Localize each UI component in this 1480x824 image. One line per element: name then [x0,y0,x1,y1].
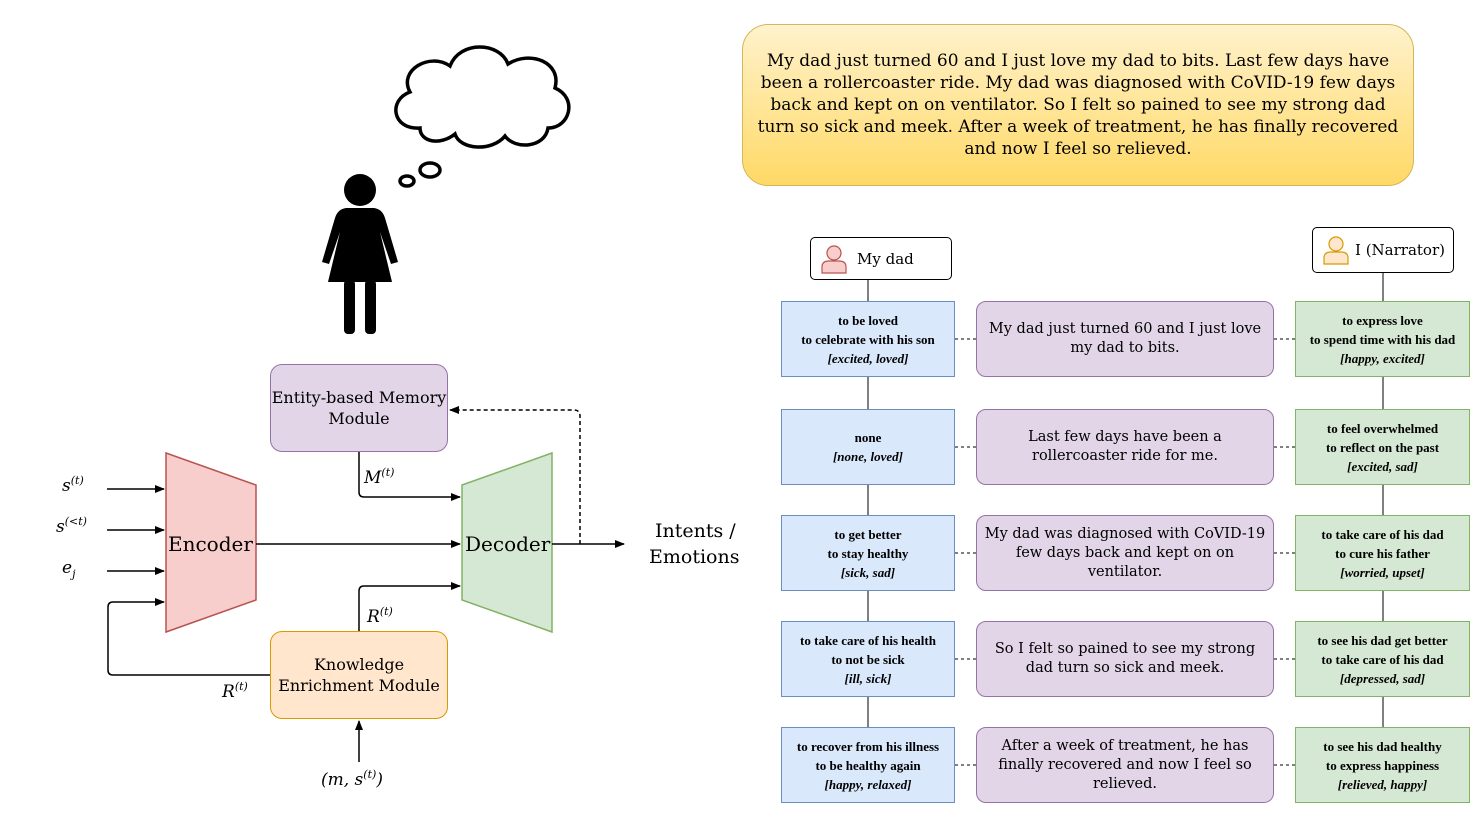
text-line: to feel overwhelmed [1326,420,1439,436]
text-line: to spend time with his dad [1309,331,1456,347]
input-s-t: s(t) [62,474,84,496]
person-icon [1323,236,1349,265]
knowledge-signal-back-label: R(t) [222,680,248,702]
text-line: [none, loved] [832,449,904,464]
text-line: (t) [234,680,248,693]
narrator-intent-box: to express love to spend time with his da… [1295,301,1470,377]
memory-module-label: Entity-based Memory Module [271,388,447,428]
memory-to-decoder-arrow [358,452,461,501]
text-line: Last few days have been a rollercoaster … [1028,429,1222,464]
entity-narrator-label: I (Narrator) [1355,241,1445,259]
dad-intent-box: to take care of his health to not be sick… [781,621,955,697]
text-line: [happy, excited] [1340,350,1425,366]
entity-dad-label: My dad [857,249,914,268]
text-line: s [62,476,71,496]
text-line: [depressed, sad] [1339,670,1426,686]
dad-intent-box: to be loved to celebrate with his son [exc… [781,301,955,377]
sentence-box: After a week of treatment, he has finall… [976,727,1274,803]
narrator-intent-box: to see his dad get better to take care of… [1295,621,1470,697]
knowledge-input-label: (m, s(t)) [321,768,383,790]
text-line: to not be sick [831,651,905,667]
text-line: My dad just turned 60 and I just love my… [988,321,1262,356]
narrator-intent-box: to see his dad healthy to express happine… [1295,727,1470,803]
story-text: My dad just turned 60 and I just love my… [757,51,1399,159]
text-line: R [222,682,235,702]
sentence-box: So I felt so pained to see my strong dad… [976,621,1274,697]
text-line: ) [376,770,383,790]
text-line: So I felt so pained to see my strong dad… [994,641,1256,676]
text-line: [excited, loved] [827,350,909,366]
text-line: (<t) [64,515,87,528]
text-line: to be loved [838,312,898,328]
text-line: to express happiness [1325,757,1440,773]
text-line: to stay healthy [827,545,909,561]
encoder-label: Encoder [168,532,253,556]
text-line: to recover from his illness [796,738,940,754]
decoder-label: Decoder [465,532,551,556]
memory-signal-label: M(t) [364,466,394,488]
woman-icon [322,174,398,334]
story-box: My dad just turned 60 and I just love my… [742,24,1414,186]
text-line: (t) [379,605,393,618]
output-label-line2: Emotions [649,546,740,568]
input-s-lt: s(<t) [56,515,87,537]
text-line: to get better [834,526,902,542]
sentence-box: Last few days have been a rollercoaster … [976,409,1274,485]
text-line: e [62,558,73,578]
text-line: [worried, upset] [1340,564,1425,580]
dad-intent-box: none [none, loved] [781,409,955,485]
text-line: to see his dad get better [1317,632,1448,648]
text-line: (t) [70,474,84,487]
sentence-box: My dad was diagnosed with CoVID-19 few d… [976,515,1274,591]
knowledge-module: Knowledge Enrichment Module [270,631,448,719]
text-line: R [367,607,380,627]
dad-intent-box: to recover from his illness to be healthy… [781,727,955,803]
person-icon [821,244,847,274]
text-line: to be healthy again [815,757,921,773]
text-line: (m, s [321,770,364,790]
input-e-j: ej [62,558,75,580]
text-line: M [364,468,382,488]
text-line: [relieved, happy] [1337,776,1428,792]
text-line: [excited, sad] [1347,458,1418,474]
text-line: (t) [363,768,377,781]
knowledge-to-encoder-arrow [107,598,270,676]
output-label-line1: Intents / [655,520,736,542]
encoder-block [165,451,257,634]
text-line: to reflect on the past [1325,439,1440,455]
text-line: My dad was diagnosed with CoVID-19 few d… [984,525,1266,580]
text-line: After a week of treatment, he has finall… [998,737,1252,792]
text-line: j [72,567,76,581]
knowledge-signal-up-label: R(t) [367,605,393,627]
text-line: s [56,517,65,537]
text-line: to take care of his dad [1321,651,1444,667]
text-line: to cure his father [1335,545,1430,561]
text-line: to see his dad healthy [1323,738,1442,754]
text-line: to take care of his health [800,632,936,648]
text-line: none [854,430,882,445]
text-line: to express love [1342,312,1423,328]
text-line: to celebrate with his son [801,331,935,347]
text-line: (t) [381,466,395,479]
decoder-block [461,451,553,634]
text-line: [ill, sick] [844,670,892,686]
text-line: to take care of his dad [1321,526,1444,542]
entity-dad: My dad [810,237,952,280]
dad-intent-box: to get better to stay healthy [sick, sad] [781,515,955,591]
text-line: [sick, sad] [840,564,896,580]
sentence-box: My dad just turned 60 and I just love my… [976,301,1274,377]
knowledge-module-label: Knowledge Enrichment Module [278,655,440,695]
memory-module: Entity-based Memory Module [270,364,448,452]
narrator-intent-box: to take care of his dad to cure his fathe… [1295,515,1470,591]
text-line: [happy, relaxed] [824,776,912,792]
knowledge-to-decoder-arrow [358,582,461,631]
feedback-to-memory-arrow [449,406,581,544]
entity-narrator: I (Narrator) [1312,227,1454,273]
narrator-intent-box: to feel overwhelmed to reflect on the pas… [1295,409,1470,485]
thought-cloud-icon [394,45,571,188]
